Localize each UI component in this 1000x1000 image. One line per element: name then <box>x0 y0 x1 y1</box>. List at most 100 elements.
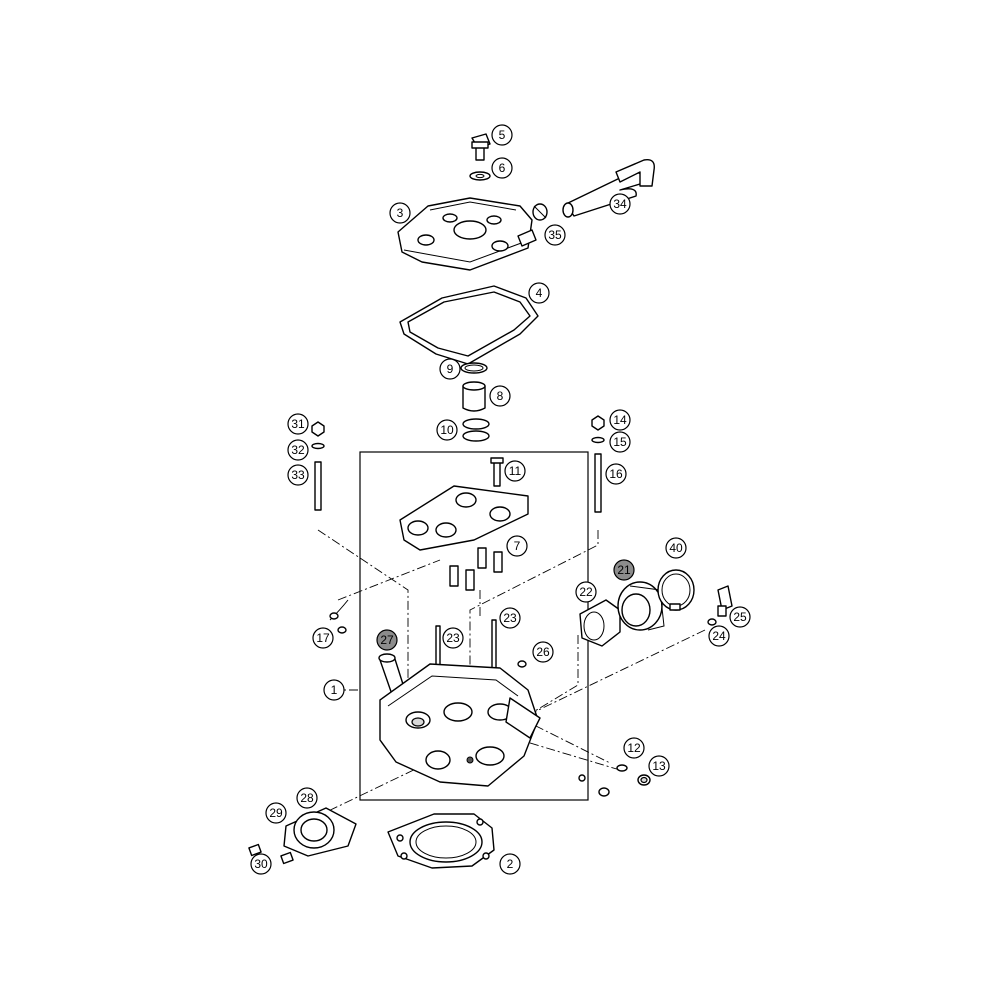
seal-24 <box>707 618 717 626</box>
o-ring-10a <box>462 418 490 430</box>
callout-35: 35 <box>544 224 566 246</box>
callout-15: 15 <box>609 431 631 453</box>
svg-text:5: 5 <box>499 128 506 142</box>
callout-6: 6 <box>491 157 513 179</box>
oil-line-17 <box>329 599 349 634</box>
svg-text:26: 26 <box>536 645 550 659</box>
svg-text:8: 8 <box>497 389 504 403</box>
plug-26 <box>517 660 527 668</box>
callout-16: 16 <box>605 463 627 485</box>
leader-lines <box>317 529 706 816</box>
callout-28: 28 <box>296 787 318 809</box>
svg-text:7: 7 <box>514 539 521 553</box>
callout-30: 30 <box>250 853 272 875</box>
sleeve-8 <box>462 381 486 412</box>
callout-1: 1 <box>323 679 345 701</box>
callout-24: 24 <box>708 625 730 647</box>
svg-text:29: 29 <box>269 806 283 820</box>
cylinder-head-1 <box>379 663 541 787</box>
intake-flange-21 <box>617 581 665 631</box>
svg-text:6: 6 <box>499 161 506 175</box>
svg-text:34: 34 <box>613 197 627 211</box>
clamp-22 <box>579 599 621 647</box>
valve-cover-3 <box>397 197 537 271</box>
bolt-5 <box>471 133 491 161</box>
svg-text:15: 15 <box>613 435 627 449</box>
svg-text:16: 16 <box>609 467 623 481</box>
svg-text:1: 1 <box>331 683 338 697</box>
nut-small <box>598 787 610 797</box>
callout-27: 27 <box>376 629 398 651</box>
clamp-40 <box>657 569 695 611</box>
callout-3: 3 <box>389 202 411 224</box>
svg-text:40: 40 <box>669 541 683 555</box>
nut-center <box>578 774 586 782</box>
bolt-30 <box>280 851 294 865</box>
callout-5: 5 <box>491 124 513 146</box>
stud-set-left <box>311 421 325 511</box>
svg-text:17: 17 <box>316 631 330 645</box>
svg-text:14: 14 <box>613 413 627 427</box>
svg-text:23: 23 <box>503 611 517 625</box>
callout-25: 25 <box>729 606 751 628</box>
svg-text:27: 27 <box>380 633 394 647</box>
callout-17: 17 <box>312 627 334 649</box>
washer-6 <box>469 171 491 181</box>
svg-text:12: 12 <box>627 741 641 755</box>
callout-21: 21 <box>613 559 635 581</box>
bolts-11 <box>490 457 504 487</box>
callout-13: 13 <box>648 755 670 777</box>
callout-31: 31 <box>287 413 309 435</box>
callout-34: 34 <box>609 193 631 215</box>
svg-text:13: 13 <box>652 759 666 773</box>
intake-flange-28 <box>283 807 357 857</box>
callout-23b: 23 <box>442 627 464 649</box>
callout-9: 9 <box>439 358 461 380</box>
callout-32: 32 <box>287 439 309 461</box>
callout-33: 33 <box>287 464 309 486</box>
sensor-25 <box>717 585 733 617</box>
breather-hose-34 <box>562 159 655 218</box>
plug-13 <box>637 774 651 786</box>
svg-text:22: 22 <box>579 585 593 599</box>
seal-12 <box>616 764 628 772</box>
svg-text:33: 33 <box>291 468 305 482</box>
valve-cover-gasket-4 <box>399 285 539 365</box>
callout-10: 10 <box>436 419 458 441</box>
svg-text:10: 10 <box>440 423 454 437</box>
camshaft-bridge <box>399 485 529 551</box>
callout-7: 7 <box>506 535 528 557</box>
callout-2: 2 <box>499 853 521 875</box>
callout-29: 29 <box>265 802 287 824</box>
hose-clamp-35 <box>532 203 548 221</box>
stud-set-right <box>591 415 605 513</box>
svg-text:24: 24 <box>712 629 726 643</box>
callout-4: 4 <box>528 282 550 304</box>
svg-text:35: 35 <box>548 228 562 242</box>
svg-text:4: 4 <box>536 286 543 300</box>
svg-text:9: 9 <box>447 362 454 376</box>
callout-22: 22 <box>575 581 597 603</box>
svg-text:2: 2 <box>507 857 514 871</box>
callout-11: 11 <box>504 460 526 482</box>
valve-parts-7 <box>449 547 503 591</box>
svg-text:32: 32 <box>291 443 305 457</box>
head-gasket-2 <box>387 813 495 869</box>
svg-text:23: 23 <box>446 631 460 645</box>
svg-text:25: 25 <box>733 610 747 624</box>
callout-26: 26 <box>532 641 554 663</box>
callout-23a: 23 <box>499 607 521 629</box>
o-ring-10b <box>462 430 490 442</box>
svg-text:30: 30 <box>254 857 268 871</box>
svg-text:21: 21 <box>617 563 631 577</box>
callout-8: 8 <box>489 385 511 407</box>
svg-text:31: 31 <box>291 417 305 431</box>
callout-40: 40 <box>665 537 687 559</box>
svg-text:11: 11 <box>509 464 522 478</box>
callout-12: 12 <box>623 737 645 759</box>
bolt-29 <box>248 843 262 857</box>
svg-text:3: 3 <box>397 206 404 220</box>
svg-text:28: 28 <box>300 791 314 805</box>
callout-14: 14 <box>609 409 631 431</box>
